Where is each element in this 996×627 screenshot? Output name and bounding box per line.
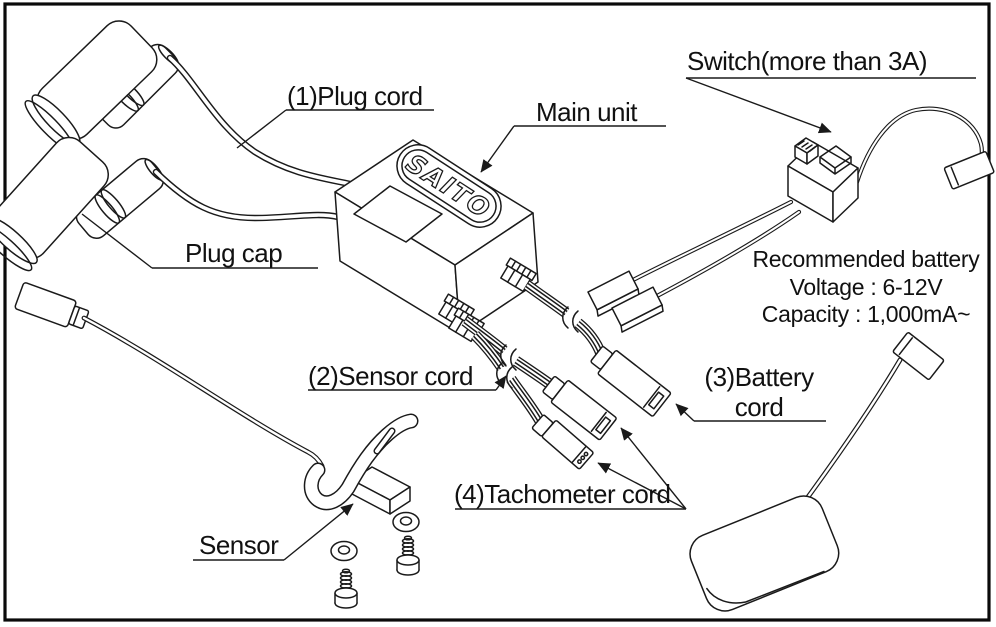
battery-cord-connector xyxy=(590,345,672,417)
main-unit-label-plate xyxy=(353,185,443,243)
plug-cap-top xyxy=(24,20,180,152)
battery-info-voltage: Voltage : 6-12V xyxy=(789,273,943,300)
label-sensor: Sensor xyxy=(199,530,279,560)
page-border xyxy=(3,2,991,622)
battery-info-block: Recommended battery Voltage : 6-12V Capa… xyxy=(752,246,980,329)
plug-cap-bottom xyxy=(0,136,165,272)
label-leaders xyxy=(81,77,976,561)
label-main-unit: Main unit xyxy=(536,97,638,127)
label-switch: Switch(more than 3A) xyxy=(687,46,927,76)
switch-wires xyxy=(630,199,802,299)
battery-pack-connector xyxy=(892,332,945,380)
main-unit-box: SAITO xyxy=(334,139,539,335)
battery-pack xyxy=(689,495,840,612)
sensor-cable xyxy=(81,315,325,469)
washer-1 xyxy=(392,511,420,533)
label-plug-cap: Plug cap xyxy=(185,238,283,268)
cable-break-marks xyxy=(496,306,580,389)
switch-body xyxy=(787,137,859,223)
label-tachometer-cord: (4)Tachometer cord xyxy=(454,479,671,509)
switch-knob xyxy=(794,137,819,165)
sensor-block xyxy=(351,466,411,515)
plug-cord-top xyxy=(166,54,354,188)
sensor-bracket xyxy=(303,413,419,511)
battery-info-capacity: Capacity : 1,000mA~ xyxy=(761,301,971,327)
label-battery-cord-line2: cord xyxy=(734,392,784,422)
unit-connector-1 xyxy=(500,257,537,293)
saito-logo: SAITO xyxy=(396,144,502,228)
switch-connector-b xyxy=(611,286,664,333)
washer-2 xyxy=(330,540,358,562)
switch-lead-tab xyxy=(943,150,995,190)
tachometer-connector-male xyxy=(531,414,594,470)
sensor-cord-connector xyxy=(14,282,90,330)
battery-info-title: Recommended battery xyxy=(752,246,980,272)
screw-2 xyxy=(334,568,358,609)
label-plug-cord: (1)Plug cord xyxy=(287,81,423,111)
screw-1 xyxy=(396,535,420,576)
label-battery-cord-line1: (3)Battery xyxy=(704,362,814,392)
tachometer-connector-female xyxy=(542,375,617,441)
switch-connector-a xyxy=(587,270,640,317)
plug-cord-bottom xyxy=(152,168,342,222)
label-battery-cord: (3)Battery cord xyxy=(688,362,830,422)
label-sensor-cord: (2)Sensor cord xyxy=(308,361,473,391)
